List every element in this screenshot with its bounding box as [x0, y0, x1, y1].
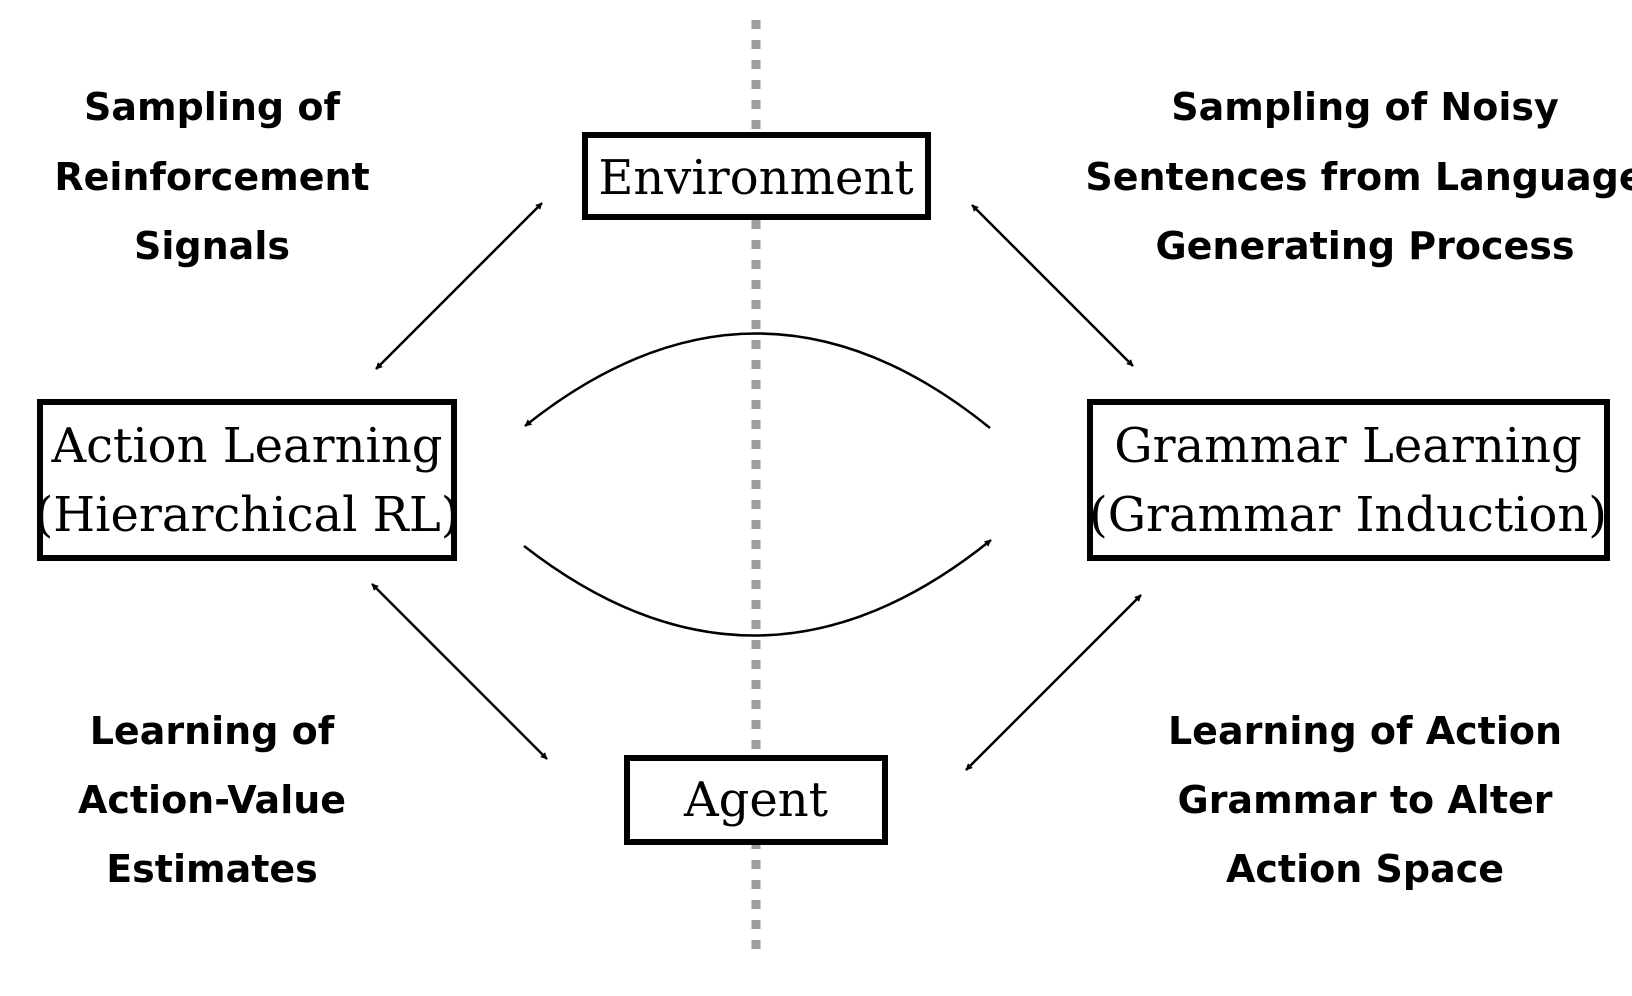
action-learning-subtitle: (Hierarchical RL): [35, 487, 460, 543]
grammar-learning-subtitle: (Grammar Induction): [1089, 487, 1607, 543]
note-line: Sampling of: [84, 85, 340, 129]
note-line: Estimates: [106, 847, 318, 891]
curve-grammar-to-action: [524, 332, 991, 429]
note-line: Action-Value: [78, 778, 346, 822]
action-learning-box: [37, 399, 457, 561]
environment-box: [582, 132, 931, 220]
arrow-action-agent: [371, 583, 548, 760]
agent-label: Agent: [683, 772, 828, 828]
note-line: Reinforcement: [54, 155, 369, 199]
environment-node: Environment: [582, 132, 931, 220]
note-line: Grammar to Alter: [1178, 778, 1553, 822]
note-line: Signals: [134, 224, 290, 268]
note-line: Learning of: [90, 709, 335, 753]
agent-box: [624, 755, 888, 845]
note-line: Generating Process: [1155, 224, 1574, 268]
agent-node: Agent: [624, 755, 888, 845]
note-line: Learning of Action: [1168, 709, 1562, 753]
note-top-left: Sampling of Reinforcement Signals: [54, 85, 369, 268]
action-learning-node: Action Learning (Hierarchical RL): [35, 399, 460, 561]
note-top-right: Sampling of Noisy Sentences from Languag…: [1085, 85, 1632, 268]
note-bottom-left: Learning of Action-Value Estimates: [78, 709, 346, 891]
environment-label: Environment: [598, 150, 913, 206]
note-bottom-right: Learning of Action Grammar to Alter Acti…: [1168, 709, 1562, 891]
grammar-learning-title: Grammar Learning: [1114, 418, 1582, 474]
note-line: Sampling of Noisy: [1171, 85, 1559, 129]
action-learning-title: Action Learning: [50, 418, 442, 474]
arrow-action-environment: [375, 202, 543, 370]
grammar-learning-box: [1087, 399, 1610, 561]
arrow-agent-grammar: [965, 594, 1142, 771]
note-line: Action Space: [1226, 847, 1504, 891]
note-line: Sentences from Language: [1085, 155, 1632, 199]
arrow-environment-grammar: [971, 204, 1134, 367]
grammar-learning-node: Grammar Learning (Grammar Induction): [1087, 399, 1610, 561]
curve-action-to-grammar: [523, 539, 992, 637]
